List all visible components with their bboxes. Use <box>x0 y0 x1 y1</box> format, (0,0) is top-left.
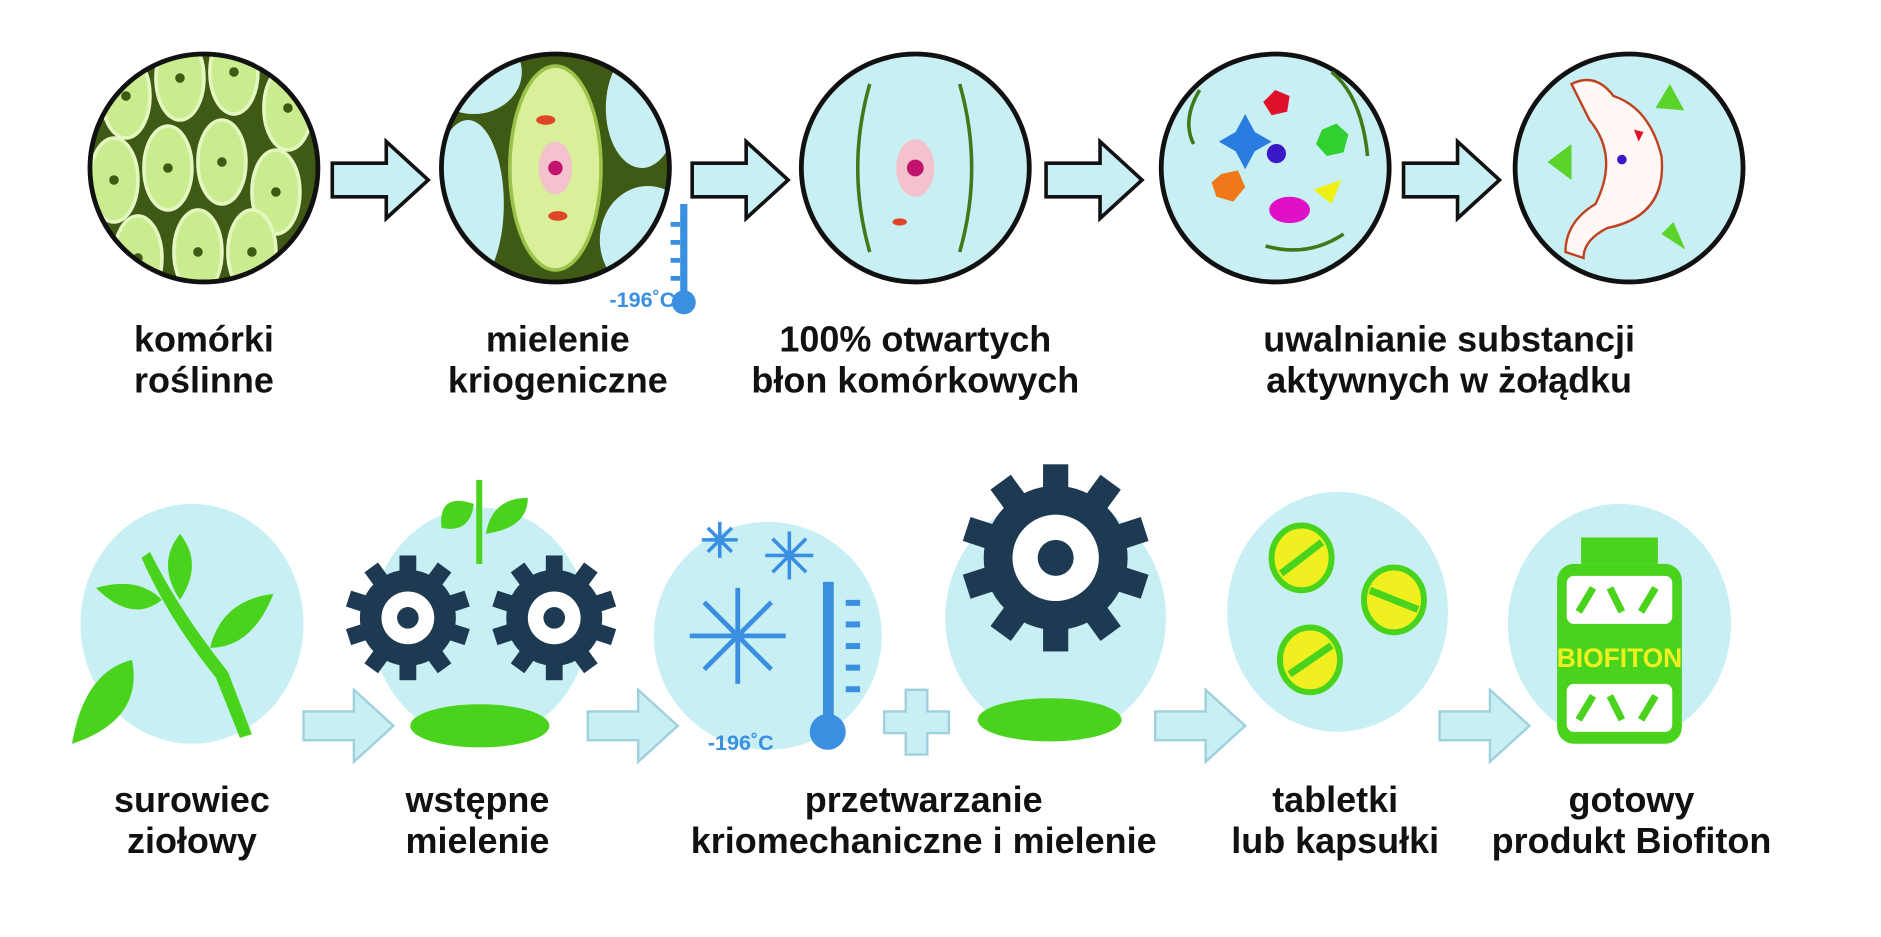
step-final-product: BIOFITON gotowy produkt Biofiton <box>1492 503 1772 861</box>
powder-pile-icon <box>410 704 550 748</box>
label-line2: kriogeniczne <box>448 359 668 400</box>
arrow-right-icon <box>1044 139 1144 221</box>
arrow-right-icon <box>1154 688 1247 764</box>
label-line2: mielenie <box>405 820 549 861</box>
arrow-right-icon <box>1401 139 1502 221</box>
stomach-illustration <box>1512 51 1746 285</box>
temperature-label: -196˚C <box>708 730 774 755</box>
label-line2: lub kapsułki <box>1231 820 1439 861</box>
gear-icon <box>962 464 1149 652</box>
label-line1: komórki <box>134 319 274 360</box>
step-pre-milling: wstępne mielenie <box>345 479 617 861</box>
powder-pile-icon <box>977 698 1122 742</box>
thermometer-icon <box>809 581 861 750</box>
label-line2: produkt Biofiton <box>1492 820 1772 861</box>
arrow-right-icon <box>1438 688 1531 764</box>
plus-icon <box>882 688 951 756</box>
label-line1: mielenie <box>486 319 630 360</box>
circle-border <box>439 51 672 285</box>
step-raw-herbs: surowiec ziołowy <box>71 503 304 861</box>
temperature-label: -196˚C <box>609 287 675 312</box>
step-plant-cells: komórki roślinne <box>87 51 321 400</box>
label-line1: surowiec <box>114 779 270 820</box>
label-line1: tabletki <box>1272 779 1398 820</box>
step-released-substances: uwalnianie substancji aktywnych w żołądk… <box>1158 51 1635 400</box>
label-line1: gotowy <box>1569 779 1695 820</box>
gear-icon <box>345 555 470 681</box>
arrow-right-icon <box>586 688 679 764</box>
arrow-right-icon <box>302 688 395 764</box>
snowflake-icon <box>689 587 786 684</box>
circle-border <box>87 51 321 285</box>
gear-icon <box>492 555 617 681</box>
label-line1: 100% otwartych <box>779 319 1051 360</box>
label-line2: kriomechaniczne i mielenie <box>691 820 1157 861</box>
tablet-icon <box>1268 522 1335 594</box>
jar-brand-label: BIOFITON <box>1557 643 1683 673</box>
sprout-icon <box>441 479 528 564</box>
arrow-right-icon <box>330 139 431 221</box>
label-line2: ziołowy <box>127 820 257 861</box>
snowflake-icon <box>765 531 814 580</box>
step-tablets-capsules: tabletki lub kapsułki <box>1227 491 1448 861</box>
label-line2: błon komórkowych <box>751 359 1079 400</box>
plant-cells-illustration <box>89 54 318 282</box>
product-jar-icon: BIOFITON <box>1557 537 1683 744</box>
tablet-icon <box>1360 564 1427 636</box>
step-cryogenic-milling: -196˚C mielenie kriogeniczne <box>439 51 696 400</box>
step-milling-gear <box>945 464 1167 742</box>
frozen-cell-illustration <box>441 54 670 282</box>
step-cryomechanical-processing: -196˚C przetwarzanie kriomechaniczne i m… <box>653 521 1157 861</box>
label-line1: przetwarzanie <box>805 779 1043 820</box>
leaf-icon <box>71 533 274 744</box>
label-line2: roślinne <box>134 359 274 400</box>
label-line1: uwalnianie substancji <box>1263 319 1635 360</box>
thermometer-icon <box>670 203 696 315</box>
label-line1: wstępne <box>404 779 549 820</box>
circle-border <box>1158 51 1392 285</box>
tablet-icon <box>1276 624 1343 696</box>
label-line2: aktywnych w żołądku <box>1266 359 1632 400</box>
circle-background <box>371 507 588 741</box>
snowflake-icon <box>701 521 738 558</box>
step-open-membranes: 100% otwartych błon komórkowych <box>751 51 1079 400</box>
arrow-right-icon <box>690 139 790 221</box>
